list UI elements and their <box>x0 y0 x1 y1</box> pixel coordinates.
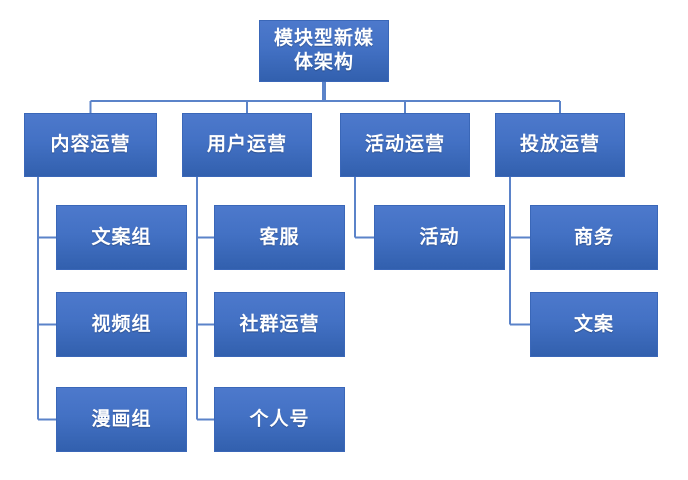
node-leaf-0-1[interactable]: 视频组 <box>56 292 187 357</box>
node-branch-1-label: 用户运营 <box>206 134 287 156</box>
node-leaf-0-0-label: 文案组 <box>91 226 152 248</box>
node-branch-0-label: 内容运营 <box>50 134 131 156</box>
node-branch-2-label: 活动运营 <box>364 134 445 156</box>
node-leaf-1-0-label: 客服 <box>259 226 300 248</box>
node-branch-1[interactable]: 用户运营 <box>182 113 312 177</box>
node-leaf-2-0[interactable]: 活动 <box>374 205 505 270</box>
node-leaf-3-1-label: 文案 <box>573 313 614 335</box>
node-branch-2[interactable]: 活动运营 <box>340 113 470 177</box>
node-leaf-0-1-label: 视频组 <box>91 313 152 335</box>
node-leaf-3-0[interactable]: 商务 <box>530 205 658 270</box>
node-root-label: 模块型新媒体架构 <box>273 28 374 73</box>
node-branch-3-label: 投放运营 <box>519 134 600 156</box>
node-leaf-0-2-label: 漫画组 <box>91 408 152 430</box>
node-leaf-0-0[interactable]: 文案组 <box>56 205 187 270</box>
node-leaf-2-0-label: 活动 <box>419 226 460 248</box>
node-root[interactable]: 模块型新媒体架构 <box>259 20 389 82</box>
node-branch-3[interactable]: 投放运营 <box>495 113 625 177</box>
node-leaf-3-1[interactable]: 文案 <box>530 292 658 357</box>
node-leaf-1-2-label: 个人号 <box>249 408 310 430</box>
node-branch-0[interactable]: 内容运营 <box>24 113 157 177</box>
node-leaf-1-1-label: 社群运营 <box>239 313 320 335</box>
node-leaf-0-2[interactable]: 漫画组 <box>56 387 187 452</box>
node-leaf-1-2[interactable]: 个人号 <box>214 387 345 452</box>
node-leaf-3-0-label: 商务 <box>573 226 614 248</box>
node-leaf-1-0[interactable]: 客服 <box>214 205 345 270</box>
node-leaf-1-1[interactable]: 社群运营 <box>214 292 345 357</box>
